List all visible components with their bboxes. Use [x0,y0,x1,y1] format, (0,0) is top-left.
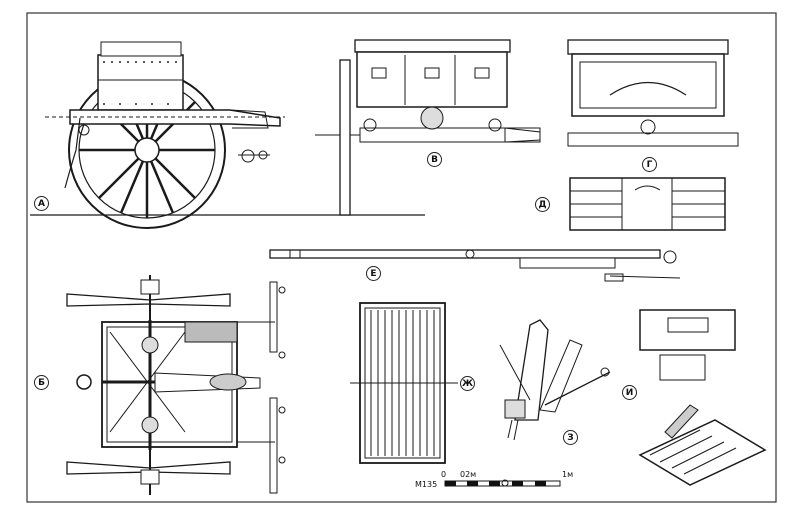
scale-end-label: 1м [562,470,574,479]
scale-zero-label: 0 [441,470,447,479]
cart-side-view [30,41,425,229]
figure-label-i: И [622,385,637,400]
scale-bar [444,479,561,487]
ammo-tray-drawing [569,177,726,231]
figure-label-zh: Ж [460,376,475,391]
cart-front-view [567,39,739,147]
cart-rear-view [315,39,541,216]
figure-label-b: Б [34,375,49,390]
platform-panel-drawing [350,302,458,464]
scale-mid-label: 02м [460,470,477,479]
figure-label-a: А [34,196,49,211]
figure-label-z: З [563,430,578,445]
cart-top-view [66,275,286,495]
figure-label-e: Е [366,266,381,281]
figure-label-g: Г [642,157,657,172]
figure-label-d: Д [535,197,550,212]
scale-model-label: M135 [415,480,438,489]
plate-frame [26,12,777,503]
shaft-drawing [269,249,681,282]
cartridge-box-drawing [638,309,767,486]
hook-assembly-drawing [499,319,611,441]
figure-label-v: В [427,152,442,167]
